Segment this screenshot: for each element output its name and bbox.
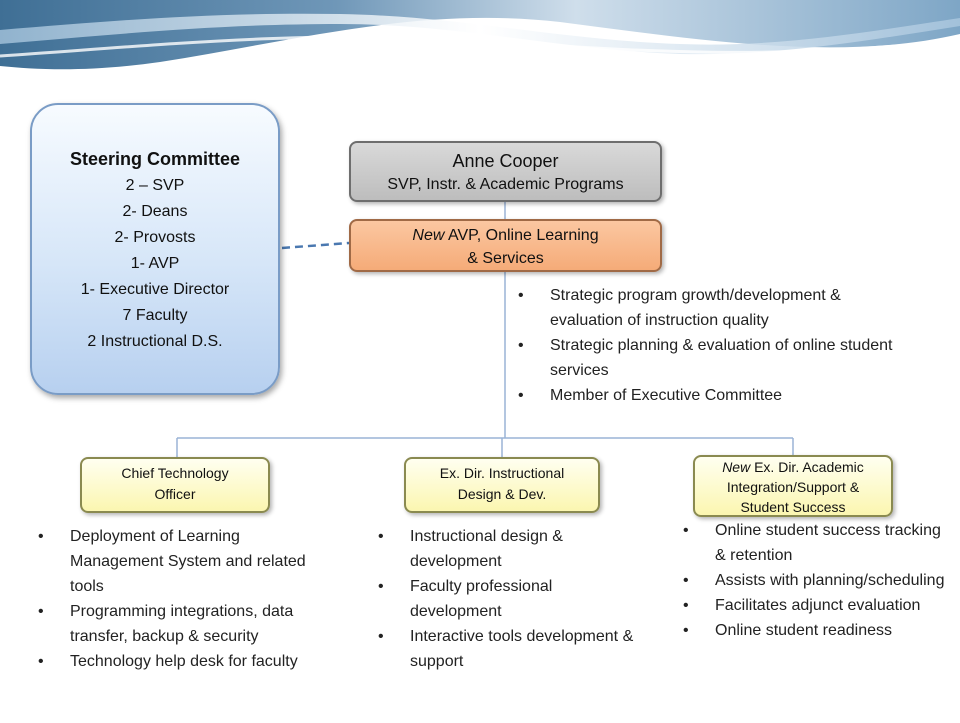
- newexdir-responsibilities: Online student success tracking & retent…: [683, 518, 953, 643]
- cto-box: Chief Technology Officer: [80, 457, 270, 513]
- list-item: Interactive tools development & support: [378, 624, 638, 674]
- cto-line1: Chief Technology: [121, 465, 229, 481]
- newexdir-title-line1: New Ex. Dir. Academic: [695, 457, 891, 477]
- steering-line: 1- AVP: [130, 255, 180, 272]
- steering-line: 2 Instructional D.S.: [87, 333, 223, 350]
- list-item: Faculty professional development: [378, 574, 638, 624]
- exdir-instructional-box: Ex. Dir. Instructional Design & Dev.: [404, 457, 600, 513]
- steering-committee-title: Steering Committee: [69, 149, 241, 169]
- steering-dashed-line: [281, 241, 350, 250]
- steering-committee-box: Steering Committee 2 – SVP 2- Deans 2- P…: [30, 103, 280, 395]
- cooper-role: SVP, Instr. & Academic Programs: [387, 176, 624, 193]
- newexdir-new-label: New: [722, 459, 751, 475]
- exdir-responsibilities: Instructional design & development Facul…: [378, 524, 638, 674]
- cooper-name: Anne Cooper: [452, 151, 559, 171]
- list-item: Technology help desk for faculty: [38, 649, 328, 674]
- list-item: Strategic planning & evaluation of onlin…: [518, 333, 918, 383]
- steering-line: 2 – SVP: [125, 177, 185, 194]
- newexdir-line2: Integration/Support &: [726, 479, 860, 495]
- steering-line: 2- Deans: [122, 203, 188, 220]
- list-item: Assists with planning/scheduling: [683, 568, 953, 593]
- wave-banner: [0, 0, 960, 80]
- avp-online-learning-box: New AVP, Online Learning & Services: [349, 219, 662, 272]
- list-item: Online student success tracking & retent…: [683, 518, 953, 568]
- list-item: Online student readiness: [683, 618, 953, 643]
- cto-line2: Officer: [154, 486, 196, 502]
- anne-cooper-box: Anne Cooper SVP, Instr. & Academic Progr…: [349, 141, 662, 202]
- list-item: Strategic program growth/development & e…: [518, 283, 918, 333]
- steering-line: 2- Provosts: [114, 229, 196, 246]
- avp-responsibilities: Strategic program growth/development & e…: [518, 283, 918, 408]
- avp-line1: AVP, Online Learning: [444, 227, 599, 244]
- list-item: Deployment of Learning Management System…: [38, 524, 328, 599]
- list-item: Facilitates adjunct evaluation: [683, 593, 953, 618]
- cto-responsibilities: Deployment of Learning Management System…: [38, 524, 328, 674]
- list-item: Programming integrations, data transfer,…: [38, 599, 328, 649]
- newexdir-line3: Student Success: [740, 499, 846, 515]
- avp-line2: & Services: [467, 250, 544, 267]
- steering-line: 7 Faculty: [122, 307, 188, 324]
- newexdir-academic-box: New Ex. Dir. Academic Integration/Suppor…: [693, 455, 893, 517]
- list-item: Instructional design & development: [378, 524, 638, 574]
- avp-new-label: New: [412, 227, 445, 244]
- avp-title-line1: New AVP, Online Learning: [351, 224, 660, 247]
- list-item: Member of Executive Committee: [518, 383, 918, 408]
- exdir-line2: Design & Dev.: [457, 486, 547, 502]
- steering-line: 1- Executive Director: [80, 281, 230, 298]
- exdir-line1: Ex. Dir. Instructional: [439, 465, 565, 481]
- newexdir-line1: Ex. Dir. Academic: [750, 459, 864, 475]
